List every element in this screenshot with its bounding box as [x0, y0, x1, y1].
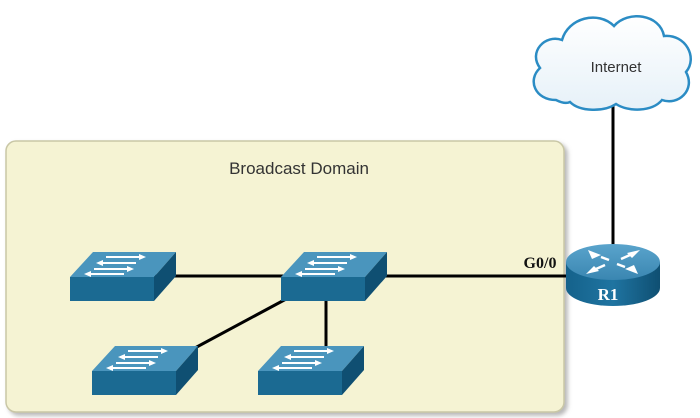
- router-arrows-icon: [586, 250, 640, 274]
- internet-cloud: Internet: [532, 15, 692, 111]
- interface-label: G0/0: [524, 255, 557, 272]
- internet-label: Internet: [591, 59, 643, 76]
- router-name-label: R1: [598, 285, 619, 304]
- router-r1: R1: [566, 244, 660, 306]
- broadcast-domain-label: Broadcast Domain: [229, 159, 369, 178]
